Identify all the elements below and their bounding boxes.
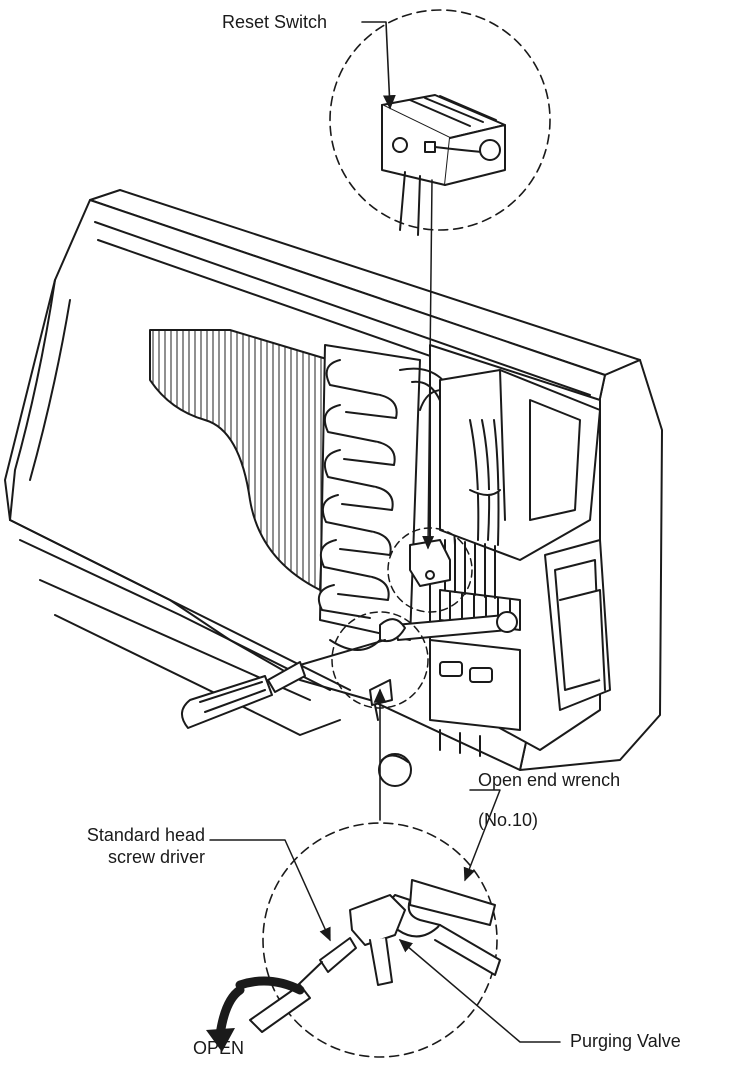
coil-hairpins	[318, 344, 421, 641]
reset-switch-detail-circle	[329, 9, 551, 231]
reset-switch-box	[409, 539, 451, 587]
screwdriver-label-line1: Standard head	[86, 825, 205, 845]
reset-switch-label: Reset Switch	[222, 12, 328, 32]
electrical-box	[429, 369, 611, 757]
purging-valve-label: Purging Valve	[570, 1031, 681, 1051]
wrench-label-line2: (No.10)	[478, 810, 539, 830]
heat-exchanger-cutaway	[149, 329, 331, 591]
wrench-label-line1: Open end wrench	[478, 770, 621, 790]
open-label: OPEN	[193, 1038, 245, 1058]
valve-knob	[378, 753, 412, 787]
wrench-on-unit	[379, 611, 518, 643]
open-arrow	[215, 985, 245, 1040]
screwdriver-label-line2: screw driver	[107, 847, 205, 867]
purging-valve-detail-circle	[262, 822, 498, 1058]
screwdriver-on-unit	[181, 639, 386, 729]
purging-valve-detail	[249, 879, 501, 1033]
reset-switch-detail	[381, 94, 506, 236]
